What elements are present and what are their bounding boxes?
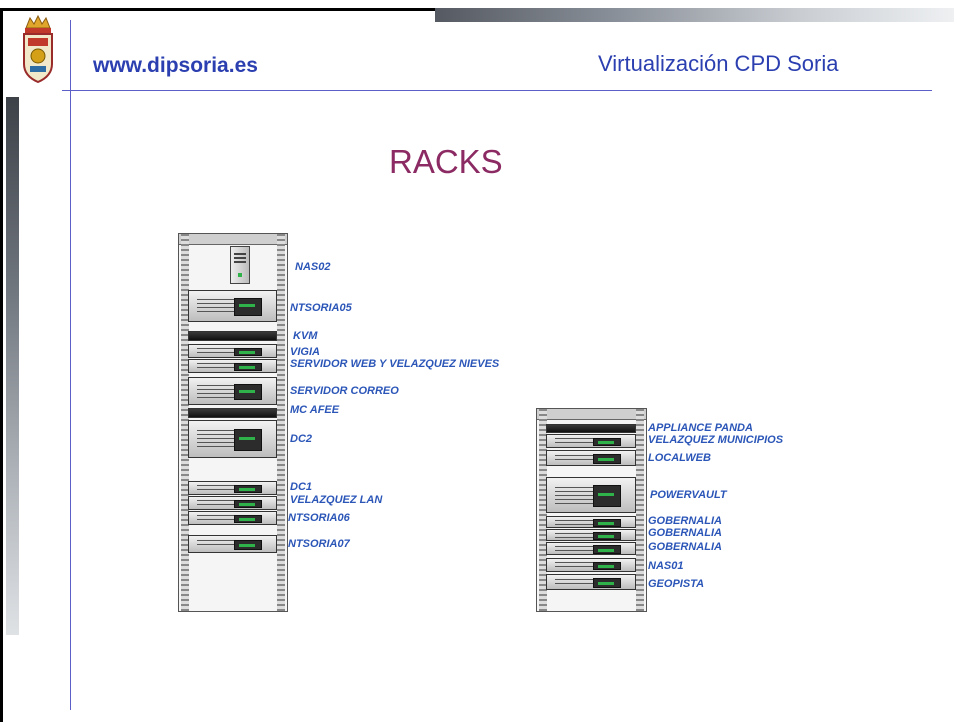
- slide-heading: RACKS: [389, 143, 503, 180]
- localweb-unit: [546, 450, 636, 466]
- rack-right-label: VELAZQUEZ MUNICIPIOS: [648, 434, 784, 446]
- mail-server-unit: [188, 377, 277, 405]
- rack-left-label: KVM: [293, 330, 318, 342]
- rack-left-label: NAS02: [295, 261, 331, 273]
- dc1-unit: [188, 481, 277, 495]
- gobernalia-unit: [546, 542, 636, 555]
- rack-right-label: POWERVAULT: [650, 489, 727, 501]
- rack-rail: [181, 234, 189, 611]
- rack-right-label: LOCALWEB: [648, 452, 711, 464]
- nas01-unit: [546, 558, 636, 572]
- coat-of-arms-icon: [23, 14, 53, 84]
- rack-left-label: SERVIDOR CORREO: [290, 385, 399, 397]
- nas02-tower-unit: [230, 246, 250, 284]
- rack-left-label: VELAZQUEZ LAN: [290, 494, 383, 506]
- vertical-rule: [70, 20, 71, 710]
- rack-rail: [539, 409, 547, 611]
- rack-right-label: GOBERNALIA: [648, 527, 722, 539]
- velazquez-municipios-unit: [546, 434, 636, 448]
- rack-right-label: NAS01: [648, 560, 684, 572]
- rack-left-label: DC1: [290, 481, 313, 493]
- header-rule: [62, 90, 932, 91]
- rack-top-cap: [179, 234, 287, 245]
- kvm-unit: [188, 331, 277, 341]
- rack-right-label: GEOPISTA: [648, 578, 705, 590]
- rack-left-label: NTSORIA05: [290, 302, 352, 314]
- rack-left-label: MC AFEE: [290, 404, 340, 416]
- ntsoria06-unit: [188, 511, 277, 525]
- site-url: www.dipsoria.es: [93, 54, 258, 77]
- geopista-unit: [546, 574, 636, 590]
- ntsoria05-unit: [188, 290, 277, 322]
- document-title: Virtualización CPD Soria: [598, 51, 839, 76]
- frame-left-border: [0, 8, 3, 722]
- top-gradient-bar: [435, 8, 954, 22]
- rack-left-label: VIGIA: [290, 346, 320, 358]
- vigia-unit: [188, 344, 277, 358]
- left-gradient-bar: [6, 97, 19, 635]
- rack-top-cap: [537, 409, 646, 420]
- gobernalia-unit: [546, 516, 636, 528]
- dc2-unit: [188, 420, 277, 458]
- rack-right-label: GOBERNALIA: [648, 541, 722, 553]
- web-server-unit: [188, 359, 277, 373]
- velazquez-lan-unit: [188, 496, 277, 510]
- powervault-unit: [546, 477, 636, 513]
- rack-left-label: NTSORIA06: [288, 512, 350, 524]
- rack-left-label: NTSORIA07: [288, 538, 350, 550]
- rack-rail: [277, 234, 285, 611]
- rack-left-label: SERVIDOR WEB Y VELAZQUEZ NIEVES: [290, 358, 500, 370]
- mcafee-unit: [188, 408, 277, 418]
- rack-rail: [636, 409, 644, 611]
- appliance-panda-unit: [546, 424, 636, 433]
- frame-top-border: [0, 8, 435, 11]
- gobernalia-unit: [546, 529, 636, 541]
- rack-right-label: APPLIANCE PANDA: [648, 422, 753, 434]
- rack-right-label: GOBERNALIA: [648, 515, 722, 527]
- ntsoria07-unit: [188, 535, 277, 553]
- rack-left-label: DC2: [290, 433, 313, 445]
